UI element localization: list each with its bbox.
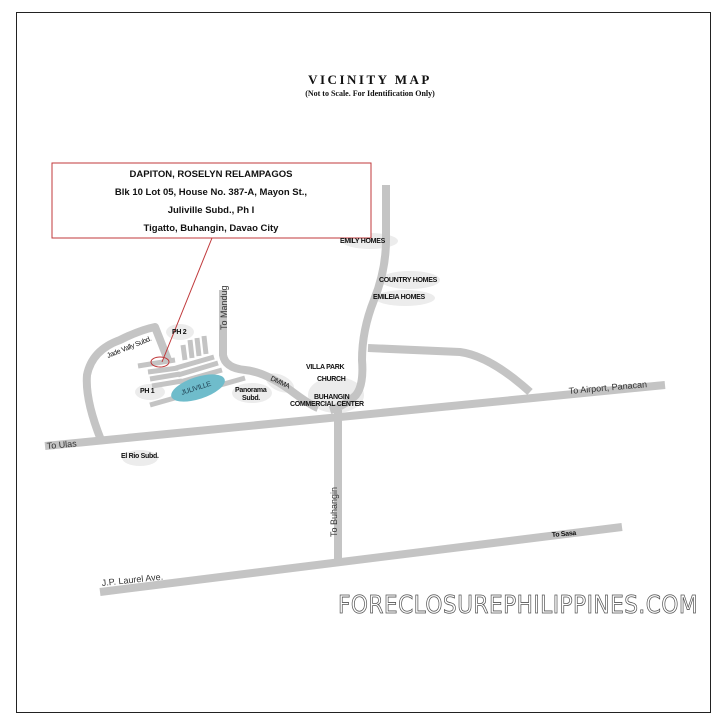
address-line-2: Juliville Subd., Ph I bbox=[168, 205, 255, 216]
owner-name: DAPITON, ROSELYN RELAMPAGOS bbox=[130, 169, 293, 180]
address-line-3: Tigatto, Buhangin, Davao City bbox=[144, 223, 280, 234]
property-marker bbox=[150, 356, 170, 368]
map-subtitle: (Not to Scale. For Identification Only) bbox=[305, 89, 435, 98]
place-markers bbox=[122, 233, 440, 466]
road-label-buhangin: To Buhangin bbox=[329, 487, 339, 537]
place-panorama-1: Panorama bbox=[235, 387, 267, 394]
place-villa-park: VILLA PARK bbox=[306, 364, 344, 371]
place-ph1: PH 1 bbox=[140, 388, 155, 395]
address-line-1: Blk 10 Lot 05, House No. 387-A, Mayon St… bbox=[115, 187, 307, 198]
place-commercial-center-2: COMMERCIAL CENTER bbox=[290, 401, 364, 408]
place-country-homes: COUNTRY HOMES bbox=[379, 277, 438, 284]
road-label-mandug: To Mandug bbox=[219, 285, 229, 330]
place-emily-homes: EMILY HOMES bbox=[340, 238, 386, 245]
place-panorama-2: Subd. bbox=[242, 395, 260, 402]
place-church: CHURCH bbox=[317, 376, 346, 383]
juliville-lake bbox=[171, 374, 225, 402]
map-frame bbox=[16, 12, 711, 713]
road-label-ulas: To Ulas bbox=[46, 438, 77, 451]
place-ph2: PH 2 bbox=[172, 329, 187, 336]
place-commercial-center-1: BUHANGIN bbox=[314, 394, 350, 401]
property-callout: DAPITON, ROSELYN RELAMPAGOS Blk 10 Lot 0… bbox=[51, 162, 372, 363]
place-el-rio: El Rio Subd. bbox=[121, 453, 159, 460]
road-label-sasa: To Sasa bbox=[552, 530, 577, 539]
watermark: FORECLOSUREPHILIPPINES.COM bbox=[338, 590, 698, 619]
roads bbox=[44, 185, 666, 596]
map-title: VICINITY MAP bbox=[308, 72, 432, 87]
place-emileia-homes: EMILEIA HOMES bbox=[373, 294, 425, 301]
